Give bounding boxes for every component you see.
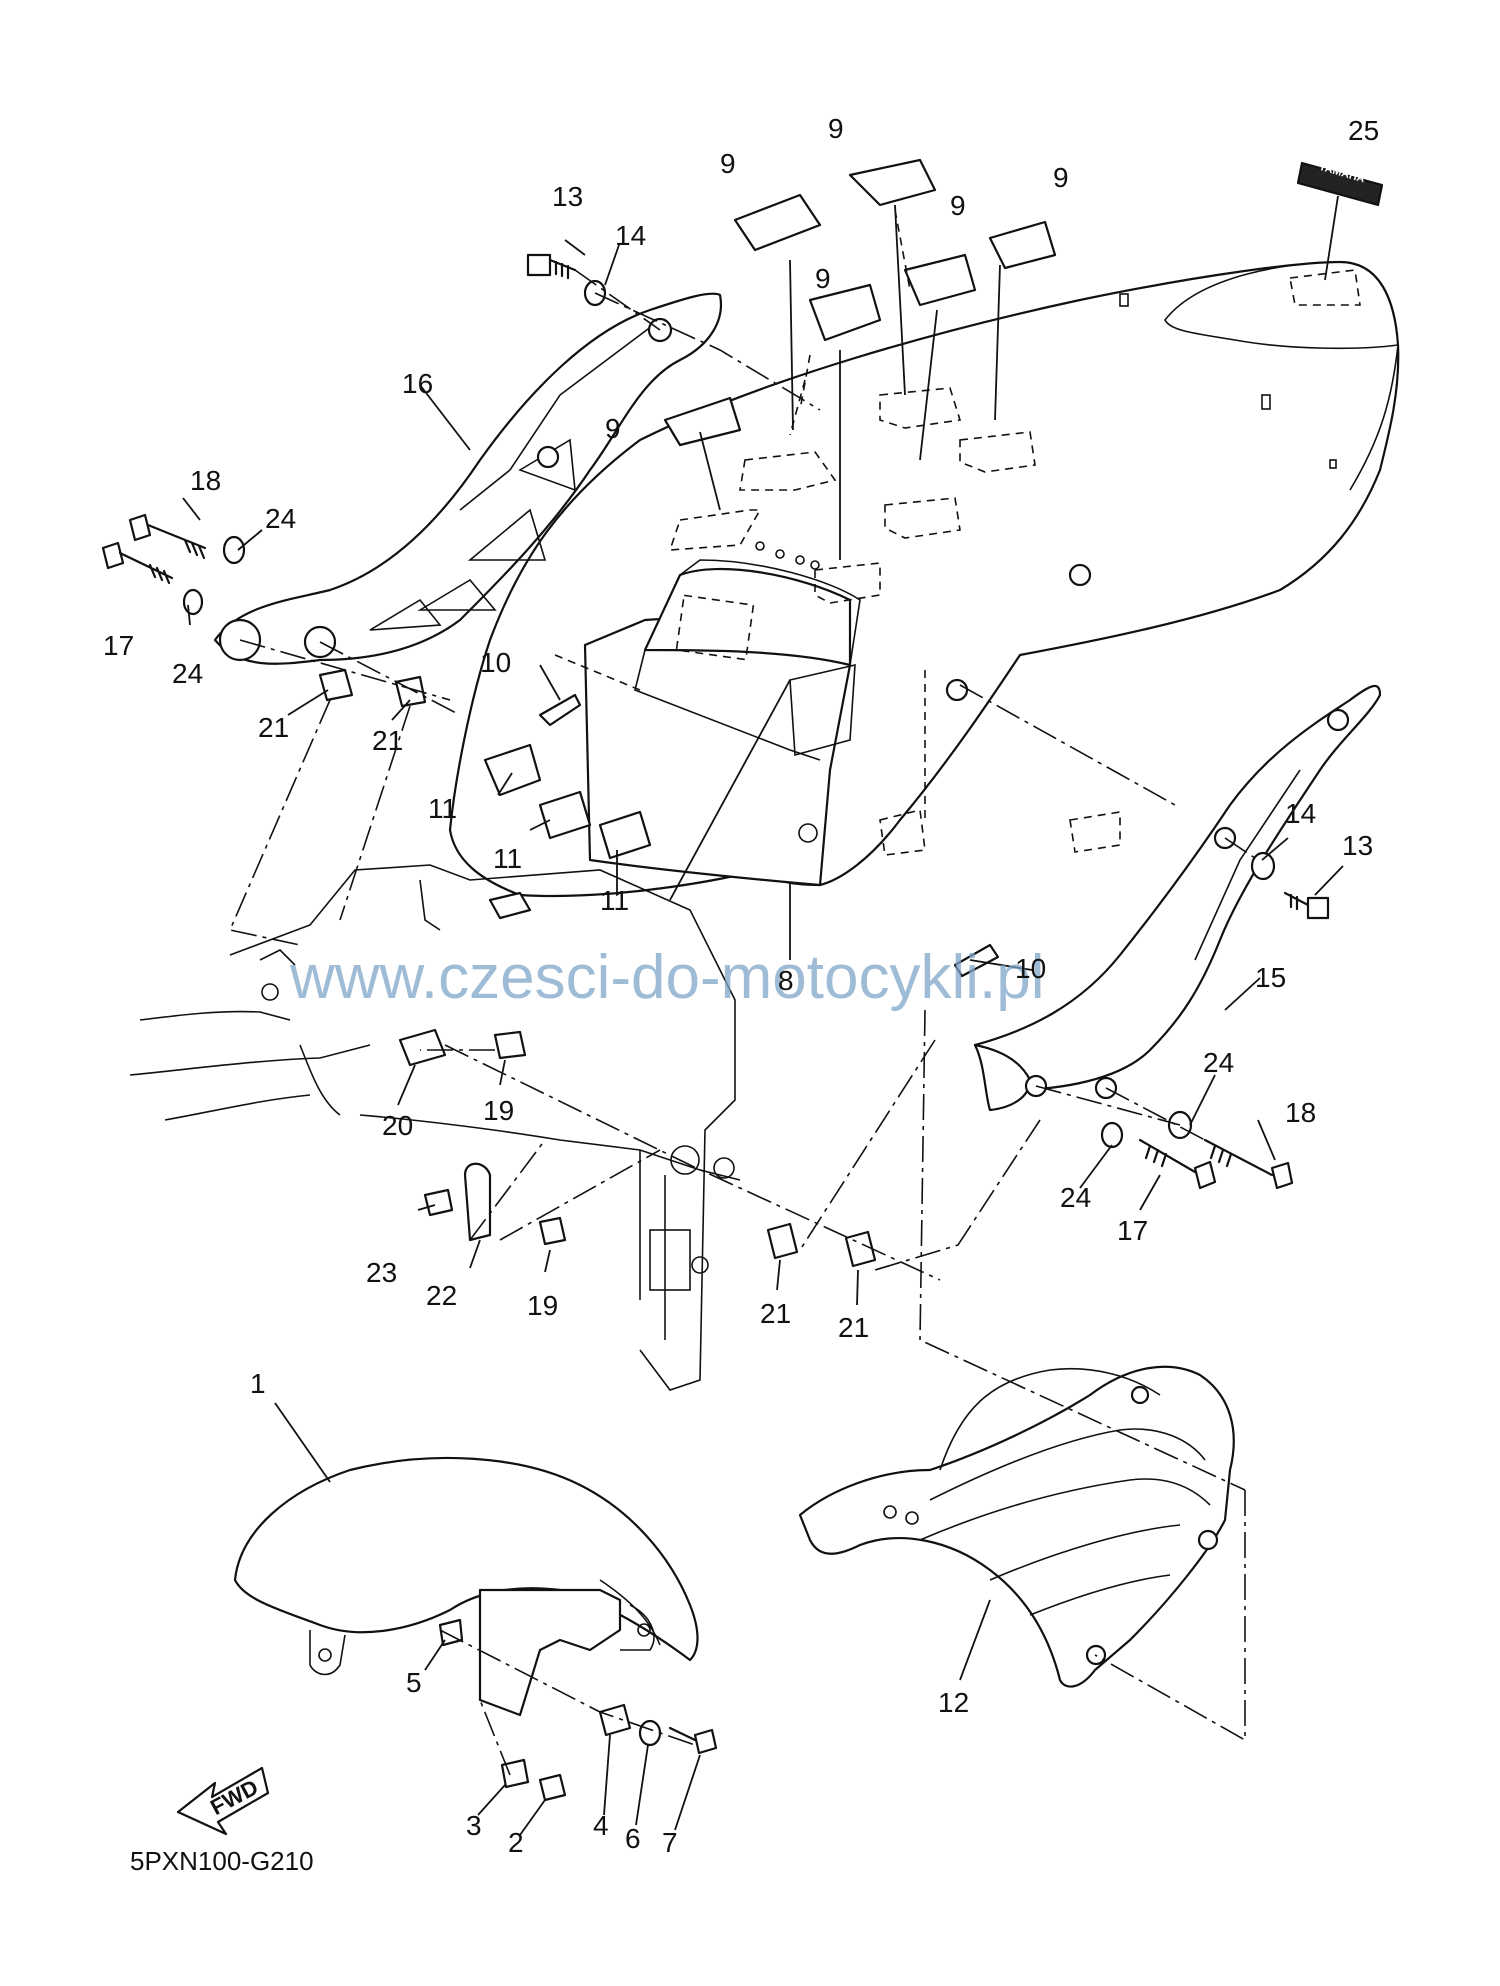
decal-9c: [808, 283, 882, 342]
washer-24-left-a: [222, 535, 246, 565]
callout-11b: 11: [493, 843, 522, 874]
washer-14-right: [1250, 851, 1276, 881]
callout-21a: 21: [258, 712, 289, 743]
callout-6: 6: [625, 1823, 641, 1854]
bolt-13-left: [526, 253, 552, 277]
callout-24d: 24: [1060, 1182, 1091, 1213]
clip-10-upper: [538, 693, 582, 727]
decal-9e: [988, 220, 1057, 270]
bolt-17-left: [101, 541, 125, 570]
callout-17a: 17: [103, 630, 134, 661]
callout-11a: 11: [428, 793, 457, 824]
nut-19-lower: [538, 1216, 567, 1246]
callout-21d: 21: [838, 1312, 869, 1343]
pad-11a: [483, 743, 542, 797]
callout-12: 12: [938, 1687, 969, 1718]
callout-23: 23: [366, 1257, 397, 1288]
callout-22: 22: [426, 1280, 457, 1311]
callout-11c: 11: [600, 885, 629, 916]
callout-25: 25: [1348, 115, 1379, 146]
hardware: [101, 253, 1330, 1802]
decal-9f: [663, 396, 742, 447]
bushing-21-left-b: [394, 675, 427, 708]
callout-24a: 24: [265, 503, 296, 534]
washer-24-left-b: [182, 588, 204, 616]
callout-18a: 18: [190, 465, 221, 496]
callout-14a: 14: [615, 220, 646, 251]
callout-7: 7: [662, 1827, 678, 1858]
callout-10b: 10: [1015, 953, 1046, 984]
callout-24b: 24: [172, 658, 203, 689]
grab-bar-right: [973, 684, 1382, 1112]
callout-10a: 10: [480, 647, 511, 678]
front-fender: [233, 1456, 699, 1717]
bushing-21-left-a: [318, 668, 354, 702]
callout-17b: 17: [1117, 1215, 1148, 1246]
washer-24-right-b: [1100, 1121, 1124, 1149]
bolt-17-right: [1193, 1160, 1217, 1190]
bolt-7: [693, 1728, 718, 1755]
callout-13b: 13: [1342, 830, 1373, 861]
decal-9b: [848, 158, 937, 207]
pad-11c: [598, 810, 652, 860]
bolt-2: [538, 1773, 567, 1802]
decal-9d: [903, 253, 977, 307]
callout-16: 16: [402, 368, 433, 399]
callout-18b: 18: [1285, 1097, 1316, 1128]
callout-24c: 24: [1203, 1047, 1234, 1078]
callout-13a: 13: [552, 181, 583, 212]
callout-9b: 9: [828, 113, 844, 144]
nut-23: [423, 1188, 454, 1217]
nut-19-upper: [493, 1030, 527, 1060]
callout-8: 8: [778, 965, 794, 996]
nut-20: [398, 1028, 447, 1067]
inner-mudguard: [798, 1365, 1235, 1688]
callout-9f: 9: [605, 413, 621, 444]
frame: [129, 864, 741, 1391]
callout-20: 20: [382, 1110, 413, 1141]
bolt-18-right: [1270, 1161, 1294, 1190]
fwd-arrow-icon: FWD: [176, 1766, 270, 1836]
callout-21c: 21: [760, 1298, 791, 1329]
callout-9e: 9: [1053, 162, 1069, 193]
bracket-22: [463, 1162, 492, 1242]
grommet-4: [598, 1703, 632, 1737]
callout-3: 3: [466, 1810, 482, 1841]
bushing-21-lower-a: [766, 1222, 799, 1260]
decal-9a: [733, 193, 822, 252]
callout-19a: 19: [483, 1095, 514, 1126]
reference-lines: [182, 195, 1344, 1836]
callout-19b: 19: [527, 1290, 558, 1321]
watermark: www.czesci-do-motocykli.pl: [289, 943, 1045, 1012]
washer-6: [638, 1719, 662, 1747]
callout-5: 5: [406, 1667, 422, 1698]
callout-9c: 9: [815, 263, 831, 294]
callout-9d: 9: [950, 190, 966, 221]
bolt-13-right: [1306, 896, 1330, 920]
collar-3: [500, 1758, 530, 1789]
callout-4: 4: [593, 1810, 609, 1841]
bolt-18-left: [128, 513, 152, 542]
decal-set: YAMAHA: [663, 158, 1384, 447]
bushing-21-lower-b: [844, 1230, 877, 1268]
callout-9a: 9: [720, 148, 736, 179]
diagram-code: 5PXN100-G210: [130, 1846, 314, 1876]
callout-15: 15: [1255, 962, 1286, 993]
pad-11b: [538, 790, 592, 840]
callout-14b: 14: [1285, 798, 1316, 829]
callout-21b: 21: [372, 725, 403, 756]
callout-2: 2: [508, 1827, 524, 1858]
callout-labels: 1 2 3 4 5 6 7 8 9 9 9 9 9 9 10 10 11 11 …: [103, 113, 1379, 1858]
yamaha-decal: [1296, 161, 1384, 207]
callout-1: 1: [250, 1368, 266, 1399]
